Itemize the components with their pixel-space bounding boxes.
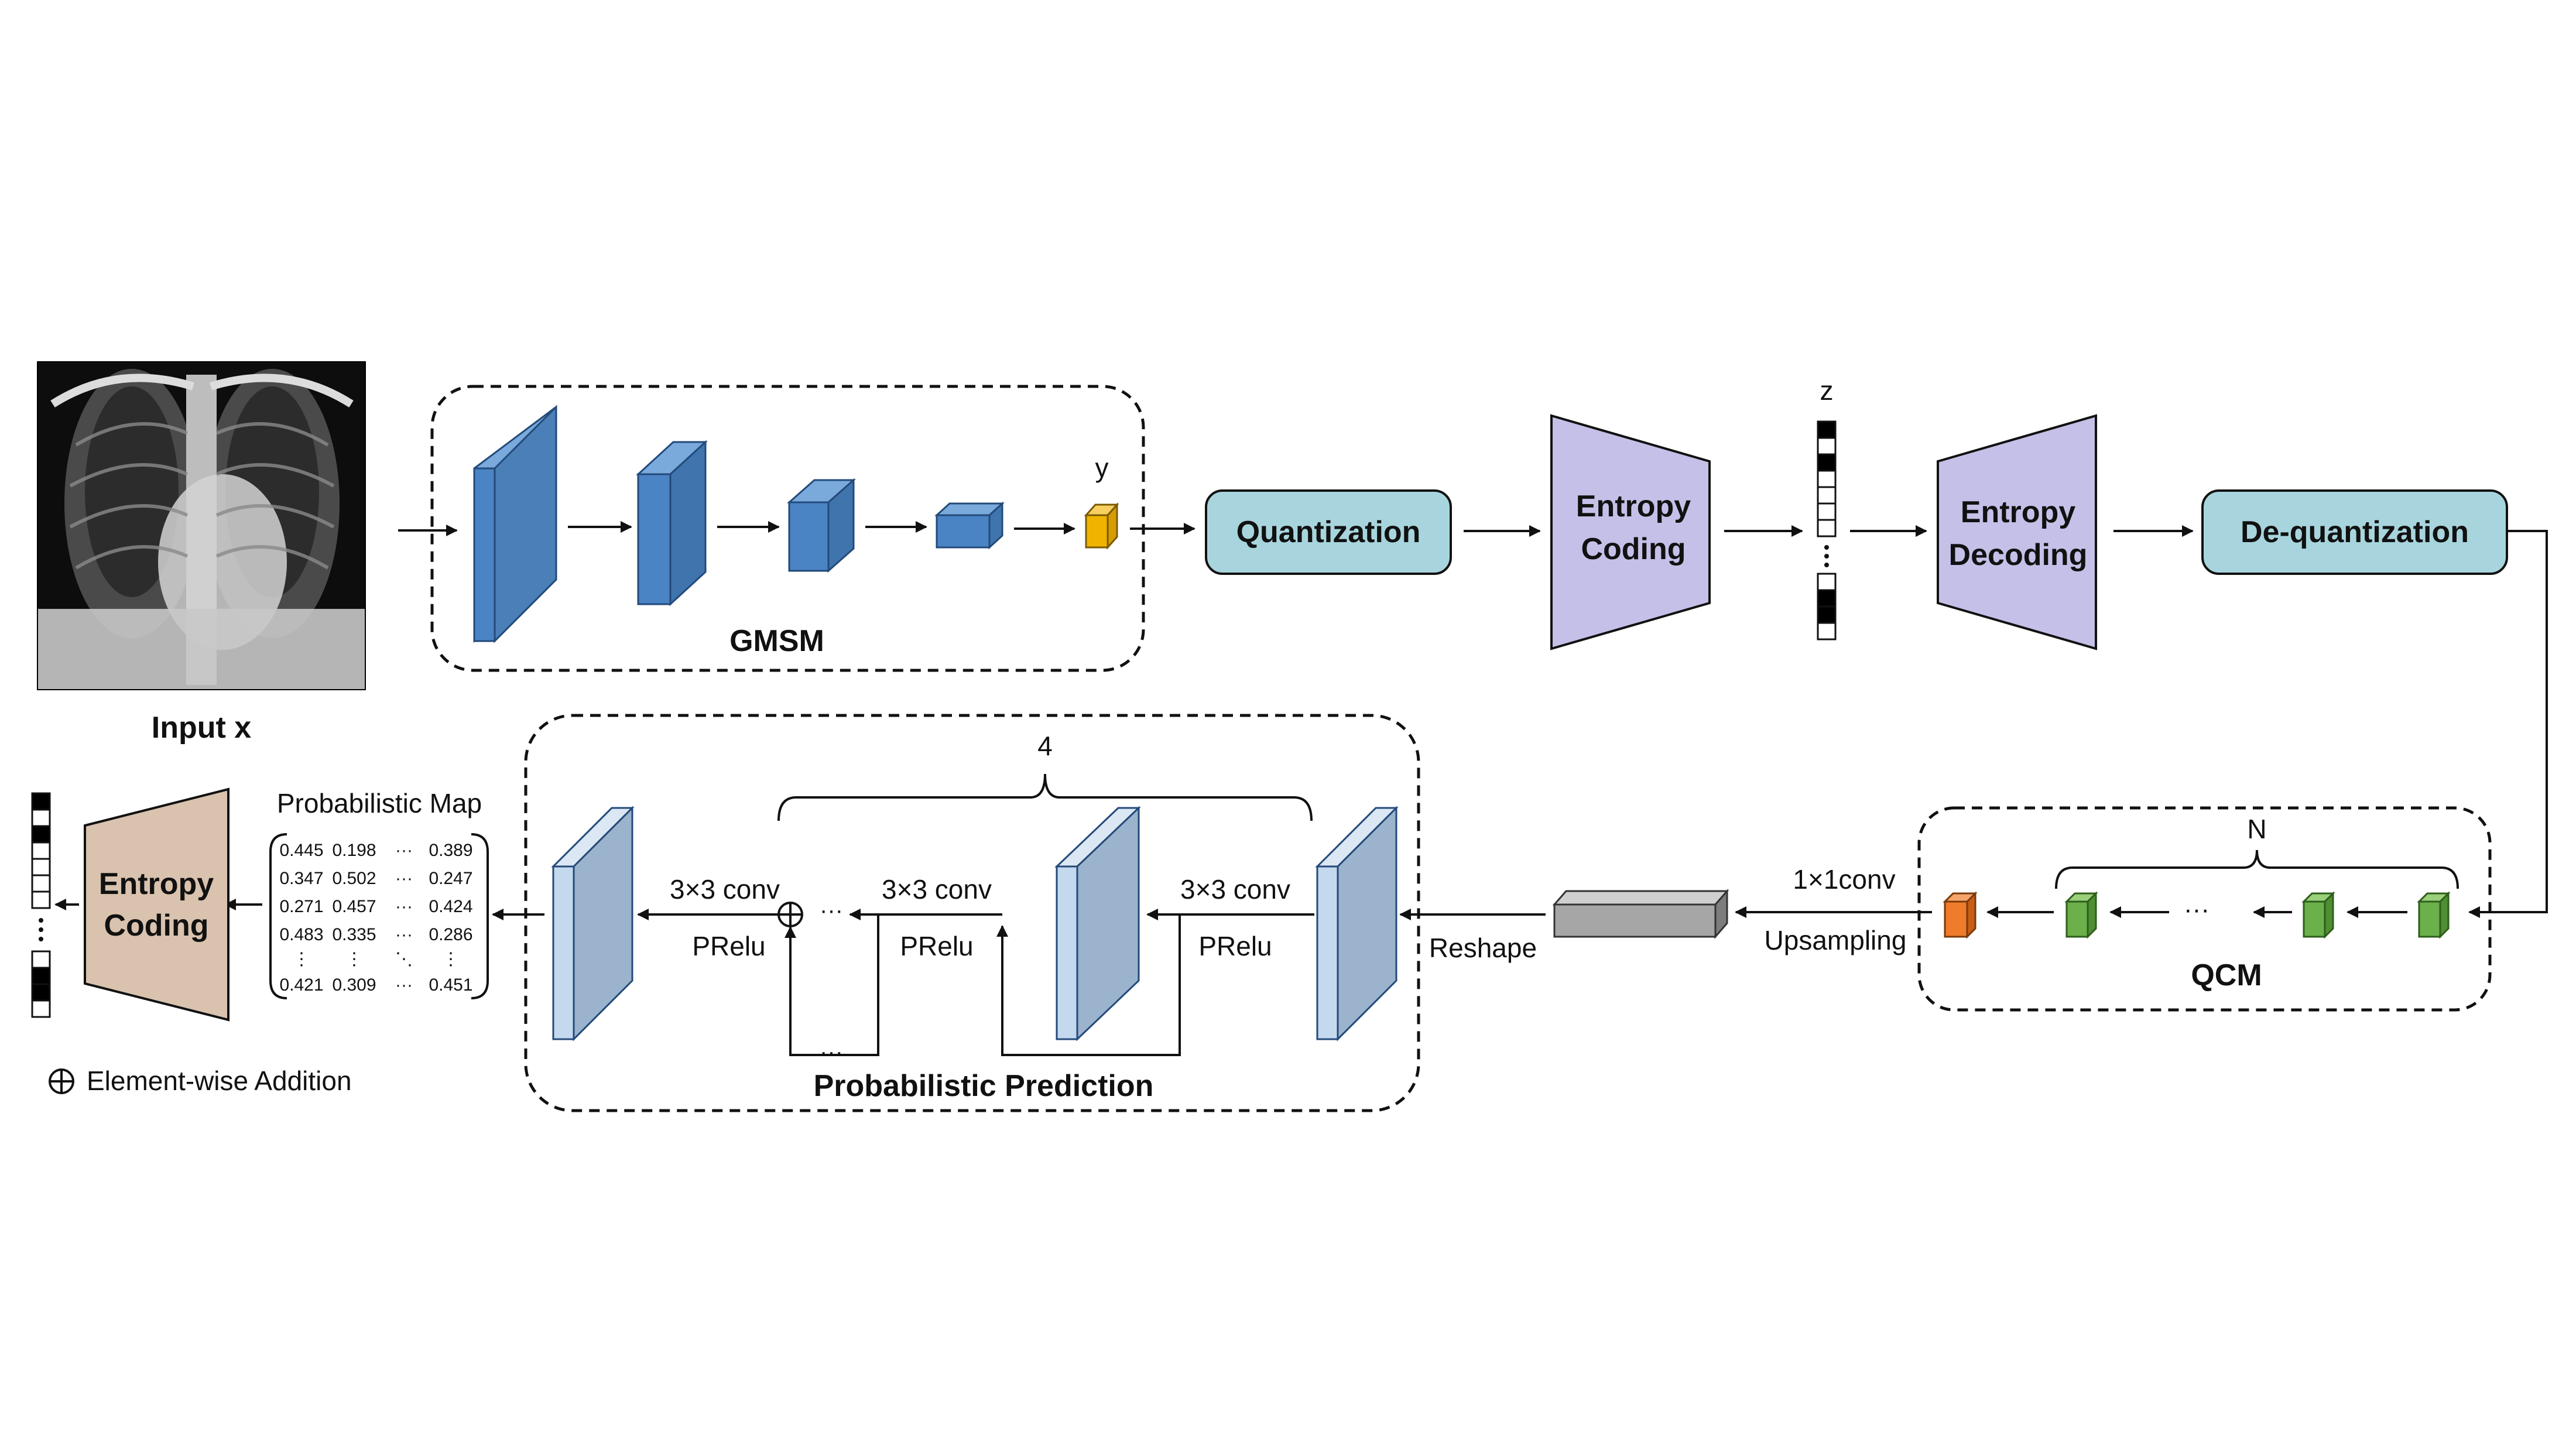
pp-dots-bottom: ··· bbox=[820, 1039, 843, 1065]
pp-act-label-2: PRelu bbox=[900, 931, 973, 961]
gmsm-block-1 bbox=[473, 405, 557, 643]
pp-block-right bbox=[1315, 806, 1399, 1042]
reshape-input-block bbox=[1552, 888, 1729, 940]
prob-map-cell: ⋱ bbox=[395, 950, 413, 969]
reshape-label: Reshape bbox=[1429, 933, 1537, 963]
qcm-dots: ··· bbox=[2184, 895, 2210, 924]
pp-conv-label-1: 3×3 conv bbox=[670, 874, 780, 905]
gmsm-block-3 bbox=[787, 478, 856, 573]
pp-dots-top: ··· bbox=[820, 898, 843, 923]
pp-block-middle bbox=[1054, 806, 1141, 1042]
qcm-module bbox=[1917, 806, 2492, 1012]
quantization-label: Quantization bbox=[1236, 515, 1421, 549]
prob-map-cell: 0.198 bbox=[332, 841, 376, 860]
prob-map-cell: 0.483 bbox=[279, 925, 323, 944]
prob-map-cell: 0.347 bbox=[279, 869, 323, 888]
conv1x1-label: 1×1conv bbox=[1793, 864, 1895, 895]
entropy-coding-top-line1: Entropy bbox=[1576, 489, 1691, 523]
prob-map-cell: 0.502 bbox=[332, 869, 376, 888]
prob-map-cell: 0.309 bbox=[332, 975, 376, 995]
pp-act-label-1: PRelu bbox=[692, 931, 765, 961]
entropy-coding-top-line2: Coding bbox=[1581, 532, 1686, 566]
prob-map-cell: 0.335 bbox=[332, 925, 376, 944]
gmsm-block-2 bbox=[636, 440, 708, 607]
qcm-orange-block bbox=[1943, 891, 1978, 939]
prob-map-cell: 0.389 bbox=[429, 841, 472, 860]
entropy-coding-bottom-line1: Entropy bbox=[99, 867, 214, 901]
prob-map-cell: ··· bbox=[395, 869, 413, 888]
prob-map-cell: 0.286 bbox=[429, 925, 472, 944]
prob-map-cell: ··· bbox=[395, 925, 413, 944]
output-bitstream-icon bbox=[31, 792, 51, 1018]
legend-addition-icon bbox=[49, 1068, 74, 1094]
entropy-coding-top bbox=[1550, 414, 1711, 650]
legend-label: Element-wise Addition bbox=[87, 1066, 352, 1096]
gmsm-block-4 bbox=[934, 501, 1005, 550]
qcm-green-block-3 bbox=[2301, 891, 2335, 939]
prob-map-cell: ⋮ bbox=[345, 950, 363, 969]
xray-image bbox=[37, 361, 366, 690]
bitstream-icon bbox=[1817, 420, 1837, 640]
upsampling-label: Upsampling bbox=[1765, 925, 1907, 955]
pp-conv-label-3: 3×3 conv bbox=[1180, 874, 1290, 905]
entropy-decoding-line2: Decoding bbox=[1949, 538, 2088, 572]
prob-map-label: Probabilistic Map bbox=[277, 788, 482, 818]
prob-map-cell: 0.451 bbox=[429, 975, 472, 995]
latent-y-block bbox=[1084, 502, 1119, 550]
qcm-repeat-label: N bbox=[2247, 814, 2266, 844]
qcm-green-block-1 bbox=[2064, 891, 2098, 939]
entropy-coding-bottom-line2: Coding bbox=[104, 909, 208, 943]
prob-map-cell: 0.247 bbox=[429, 869, 472, 888]
bitstream-dots bbox=[1824, 545, 1829, 567]
quantization-box bbox=[1205, 489, 1452, 575]
prob-map-cell: 0.424 bbox=[429, 897, 472, 916]
prob-map-cell: 0.271 bbox=[279, 897, 323, 916]
feedback-connector bbox=[2468, 530, 2548, 918]
prob-pred-brace bbox=[777, 773, 1313, 821]
prob-map-cell: ⋮ bbox=[442, 950, 460, 969]
z-label: z bbox=[1820, 375, 1834, 406]
entropy-coding-bottom bbox=[84, 787, 229, 1022]
prob-map-cell: ··· bbox=[395, 975, 413, 995]
output-bitstream-dots bbox=[39, 918, 43, 941]
element-wise-addition-icon bbox=[777, 902, 803, 927]
prob-map-grid: 0.445 0.198 ··· 0.389 0.347 0.502 ··· 0.247 0.27… bbox=[279, 841, 472, 995]
pp-block-left bbox=[551, 806, 635, 1042]
dequantization-label: De-quantization bbox=[2241, 515, 2469, 549]
prob-map-cell: 0.445 bbox=[279, 841, 323, 860]
pp-skip-connector-right bbox=[996, 914, 1181, 1056]
latent-y-label: y bbox=[1095, 453, 1109, 483]
prob-map-left-bracket bbox=[269, 833, 287, 999]
input-label: Input x bbox=[152, 711, 252, 745]
prob-map-cell: ··· bbox=[395, 897, 413, 916]
qcm-label: QCM bbox=[2191, 958, 2262, 992]
pp-skip-connector-left bbox=[785, 914, 879, 1056]
prob-map-cell: ··· bbox=[395, 841, 413, 860]
pp-conv-label-2: 3×3 conv bbox=[882, 874, 992, 905]
prob-map-cell: ⋮ bbox=[293, 950, 310, 969]
qcm-green-block-4 bbox=[2417, 891, 2451, 939]
prob-pred-module bbox=[524, 714, 1420, 1112]
entropy-decoding-line1: Entropy bbox=[1961, 495, 2076, 529]
pp-act-label-3: PRelu bbox=[1198, 931, 1272, 961]
gmsm-label: GMSM bbox=[729, 624, 824, 658]
prob-map-cell: 0.457 bbox=[332, 897, 376, 916]
qcm-brace bbox=[2055, 849, 2459, 889]
prob-pred-label: Probabilistic Prediction bbox=[814, 1069, 1154, 1103]
prob-pred-repeat-label: 4 bbox=[1037, 731, 1053, 761]
entropy-decoding bbox=[1937, 414, 2097, 650]
prob-map-cell: 0.421 bbox=[279, 975, 323, 995]
prob-map-right-bracket bbox=[471, 833, 489, 999]
